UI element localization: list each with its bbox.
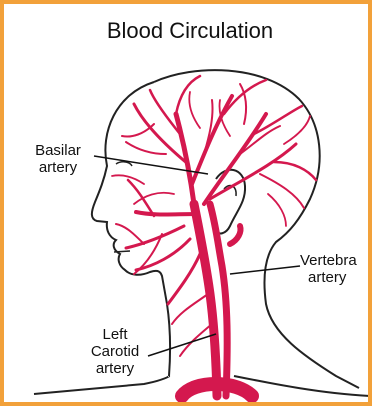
basilar-leader	[94, 156, 208, 174]
skull-outline	[154, 70, 359, 388]
label-basilar-artery: Basilar artery	[22, 142, 94, 176]
label-carotid-artery: Left Carotid artery	[80, 326, 150, 377]
eye-outline	[116, 162, 132, 166]
head-neck-illustration	[4, 4, 372, 406]
shoulder-outline	[34, 376, 169, 394]
label-vertebral-artery: Vertebra artery	[300, 252, 372, 286]
